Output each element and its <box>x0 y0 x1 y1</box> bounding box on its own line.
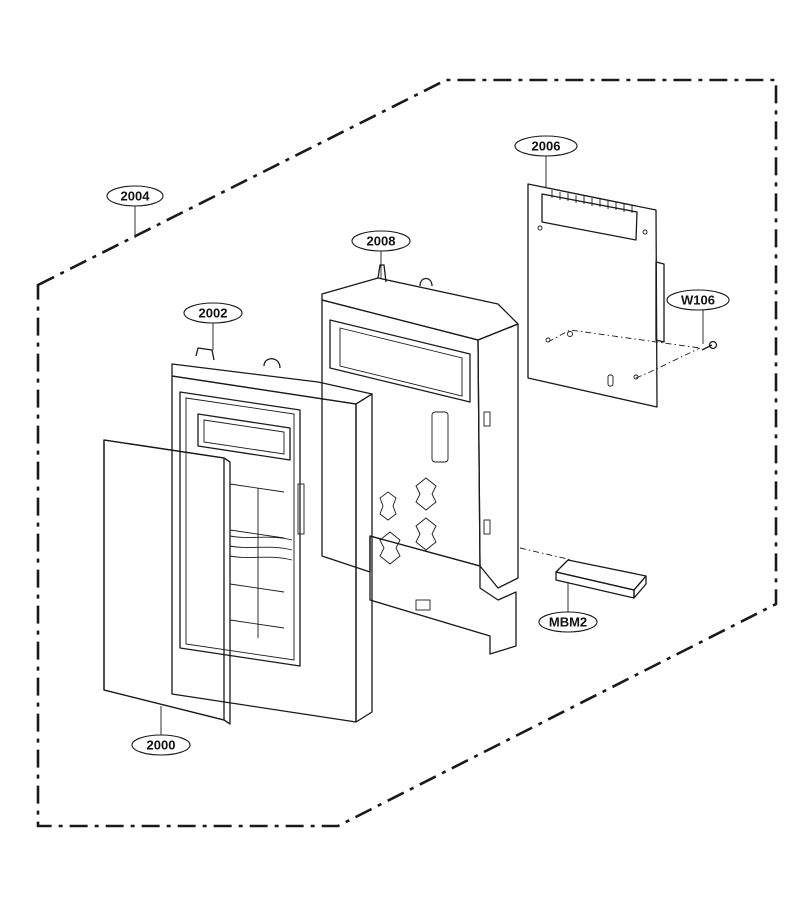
callout-w106-label: W106 <box>681 293 715 308</box>
part-2002-front-frame <box>171 347 373 723</box>
callout-2006-label: 2006 <box>532 139 561 154</box>
callout-2000: 2000 <box>131 706 191 756</box>
callout-2008-label: 2008 <box>367 234 396 249</box>
callout-mbm2: MBM2 <box>538 582 598 633</box>
callout-2006: 2006 <box>514 135 578 188</box>
callout-2004: 2004 <box>106 185 164 238</box>
callout-2008: 2008 <box>351 230 411 278</box>
callout-2002: 2002 <box>183 302 243 350</box>
part-w106-screw <box>701 340 718 351</box>
part-mbm2 <box>555 559 647 599</box>
callout-2002-label: 2002 <box>199 306 228 321</box>
callout-w106: W106 <box>666 289 730 344</box>
part-2006-pcb <box>527 183 701 408</box>
callout-2004-label: 2004 <box>121 189 151 204</box>
assembly-boundary-2004 <box>36 78 778 828</box>
part-2008-frame <box>321 264 573 655</box>
part-2000-membrane <box>103 439 231 725</box>
callout-mbm2-label: MBM2 <box>549 615 587 630</box>
callout-2000-label: 2000 <box>147 738 176 753</box>
